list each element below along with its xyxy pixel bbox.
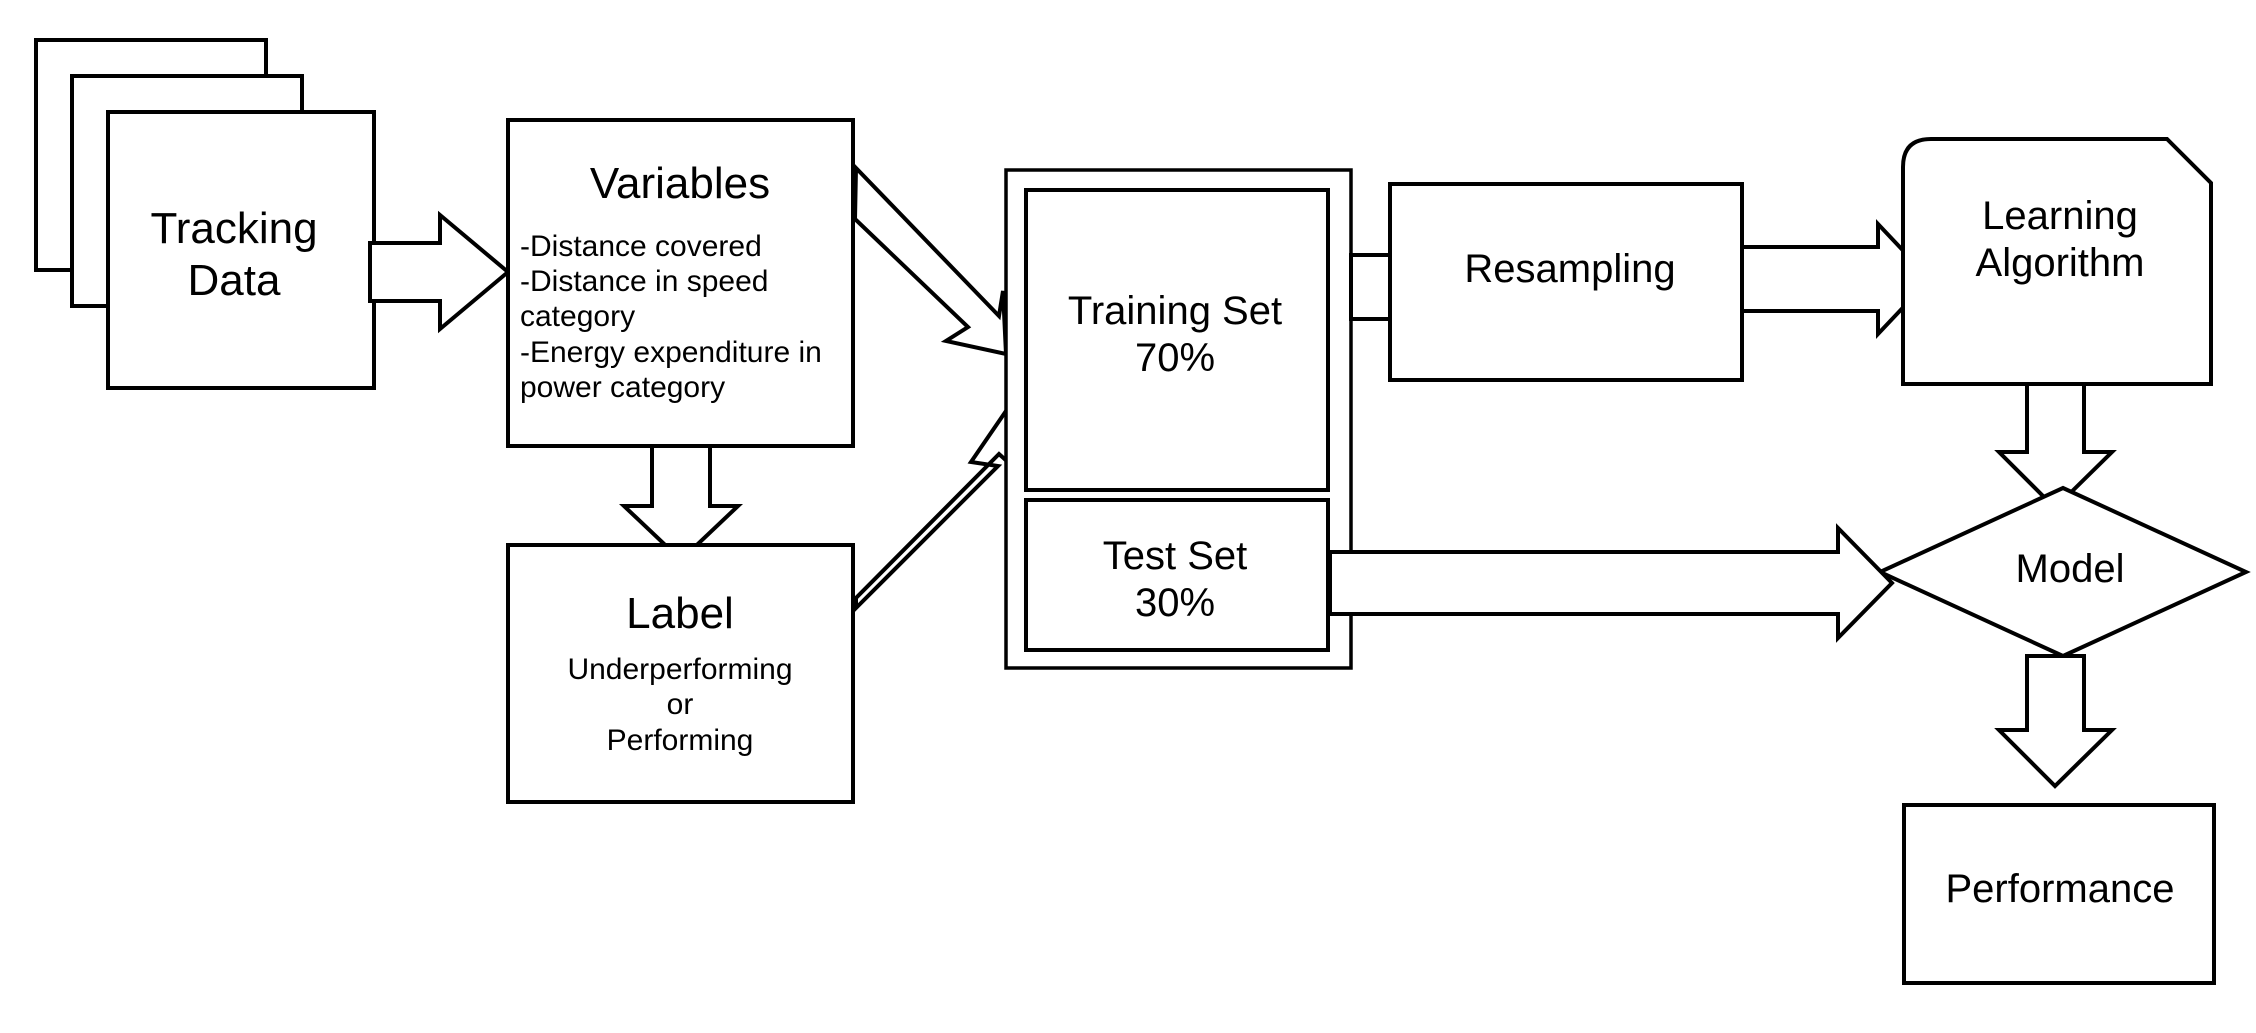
resampling-box[interactable] (1388, 182, 1744, 382)
training-set-box[interactable] (1024, 188, 1330, 492)
arrow-label-to-split (854, 406, 1023, 613)
label-box[interactable] (506, 543, 855, 804)
arrow-model-to-performance (1994, 654, 2117, 789)
model-diamond[interactable] (1875, 485, 2251, 659)
performance-box[interactable] (1902, 803, 2216, 985)
arrow-test-to-model (1328, 523, 1895, 643)
tracking-data-node[interactable] (34, 38, 376, 390)
arrow-variables-to-split (852, 163, 1009, 357)
variables-box[interactable] (506, 118, 855, 448)
arrow-tracking-to-variables (368, 210, 512, 334)
arrow-variables-to-label (618, 444, 744, 563)
arrow-learning-to-model (1994, 382, 2117, 511)
learning-algorithm-box[interactable] (1901, 137, 2213, 386)
tracking-data-card-front (106, 110, 376, 390)
test-set-box[interactable] (1024, 498, 1330, 652)
